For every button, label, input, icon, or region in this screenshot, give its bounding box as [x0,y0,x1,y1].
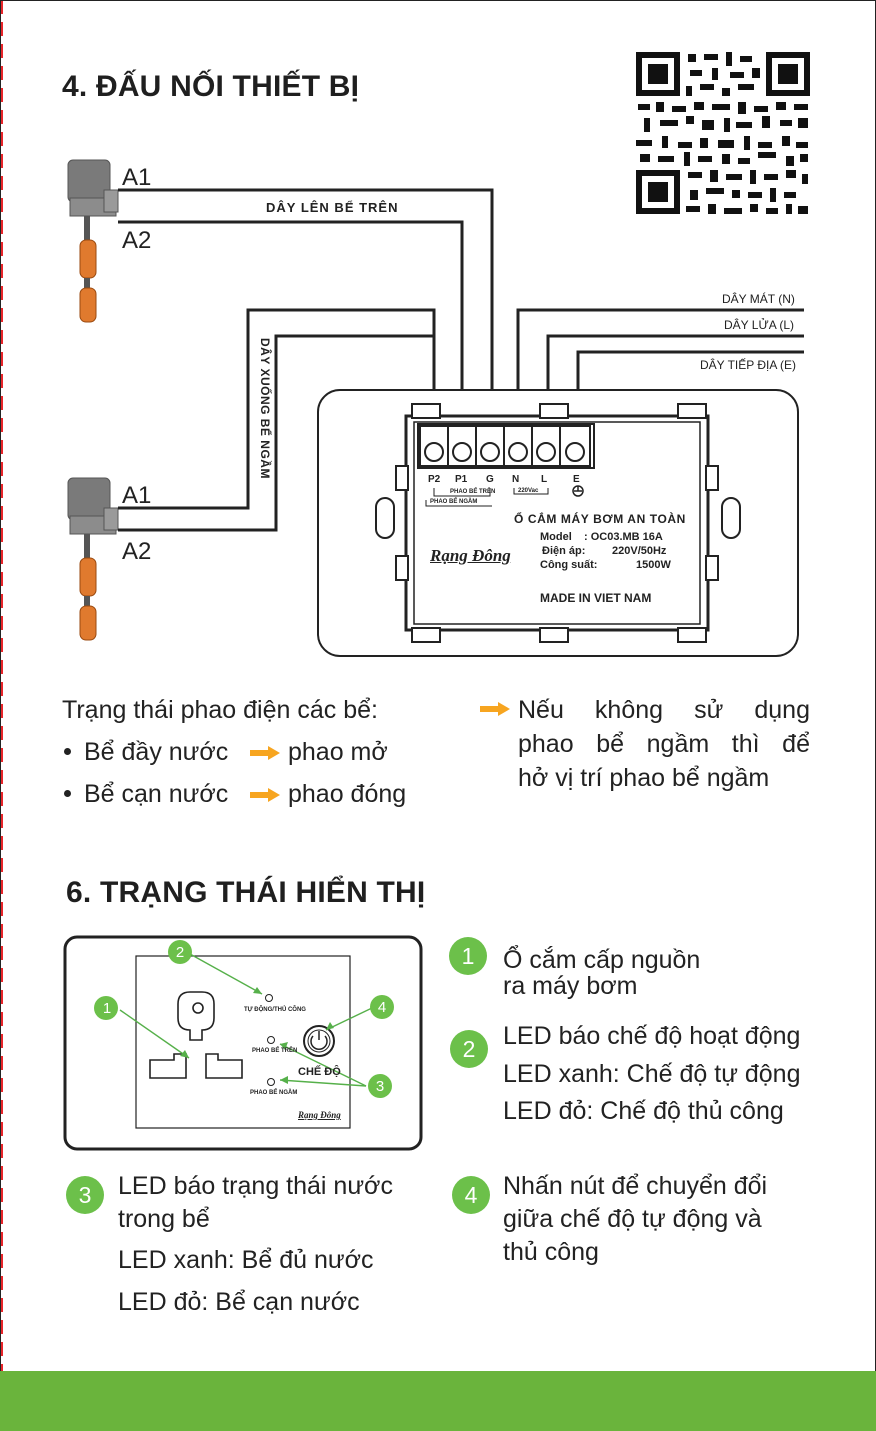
product-name: Ổ CẮM MÁY BƠM AN TOÀN [514,512,686,526]
item-3-line-1: LED báo trạng thái nước [118,1172,393,1200]
item-3-line-2: trong bể [118,1205,210,1233]
item-3-line-4: LED đỏ: Bể cạn nước [118,1288,360,1316]
item-1-line-2: ra máy bơm [503,972,638,1000]
earth-wire-label: DÂY TIẾP ĐỊA (E) [700,358,797,372]
item-2-line-1: LED báo chế độ hoạt động [503,1022,801,1050]
item-4-badge: 4 [452,1176,490,1214]
model-value: : OC03.MB 16A [584,531,663,543]
full-tank-state: phao mở [288,738,388,766]
callout-4: 4 [377,999,387,1016]
model-label: Model [540,531,572,543]
item-2-badge: 2 [450,1030,488,1068]
earth-symbol-icon [572,485,584,497]
live-wire-label: DÂY LỬA (L) [724,318,795,332]
item-2-line-2: LED xanh: Chế độ tự động [503,1060,801,1088]
terminal-g-label: G [486,474,494,485]
power-value: 1500W [636,559,671,571]
float-state-title: Trạng thái phao điện các bể: [62,696,378,724]
arrow-right-icon [480,702,510,716]
terminal-p1-label: P1 [455,474,468,485]
universal-socket-icon [149,991,243,1079]
footer-bar [0,1371,876,1431]
callout-1: 1 [102,1000,112,1017]
terminal-l-label: L [541,474,548,485]
bullet [64,790,71,797]
terminal-e-label: E [573,474,580,485]
tip-line-1: Nếu không sử dụng [518,696,810,724]
item-4-line-1: Nhấn nút để chuyển đổi [503,1172,768,1200]
terminal-p2-label: P2 [428,474,441,485]
section-6-heading: 6. TRẠNG THÁI HIỂN THỊ [66,876,426,909]
terminal-n-label: N [512,474,520,485]
callout-3: 3 [375,1078,385,1095]
upper-led-label: PHAO BỂ TRÊN [252,1048,298,1054]
item-1-line-1: Ổ cắm cấp nguồn [503,946,701,974]
item-1-badge: 1 [449,937,487,975]
float-label-a1-top: A1 [122,164,152,191]
lower-float-group-label: PHAO BỂ NGẦM [430,499,478,505]
tip-line-2: phao bể ngầm thì để [518,730,810,758]
cut-line [0,0,3,1431]
voltage-value: 220V/50Hz [612,545,667,557]
tip-line-3: hở vị trí phao bể ngầm [518,764,770,792]
lower-led-label: PHAO BỂ NGẦM [250,1090,298,1096]
power-label: Công suất: [540,559,598,571]
arrow-right-icon [250,788,280,802]
empty-tank-label: Bể cạn nước [84,780,229,808]
item-2-line-3: LED đỏ: Chế độ thủ công [503,1097,784,1125]
lower-tank-wire-label: DÂY XUỐNG BỂ NGẦM [258,338,272,479]
float-label-a2-top: A2 [122,227,152,254]
front-panel-diagram [63,935,423,1151]
float-switch-icon [67,477,119,641]
item-4-line-3: thủ công [503,1238,599,1266]
upper-tank-wire-label: DÂY LÊN BỂ TRÊN [266,200,399,215]
float-label-a1-bottom: A1 [122,482,152,509]
power-icon [303,1025,335,1057]
callout-2: 2 [175,944,185,961]
item-4-line-2: giữa chế độ tự động và [503,1205,762,1233]
bullet [64,748,71,755]
float-switch-icon [67,159,119,323]
device-brand-logo: Rạng Đông [430,546,511,565]
mode-button-label: CHẾ ĐỘ [298,1066,341,1078]
callout-badges [94,940,394,1098]
float-label-a2-bottom: A2 [122,538,152,565]
voltage-tag: 220Vac [518,488,539,494]
made-in-label: MADE IN VIET NAM [540,591,652,605]
mode-led-label: TỰ ĐỘNG/THỦ CÔNG [244,1007,306,1013]
upper-float-group-label: PHAO BỂ TRÊN [450,489,496,495]
neutral-wire-label: DÂY MÁT (N) [722,292,795,306]
panel-brand-logo: Rạng Đông [298,1110,341,1120]
item-3-line-3: LED xanh: Bể đủ nước [118,1246,374,1274]
wiring-diagram [67,159,804,657]
empty-tank-state: phao đóng [288,780,407,808]
voltage-label: Điện áp: [542,545,586,557]
item-3-badge: 3 [66,1176,104,1214]
arrow-right-icon [250,746,280,760]
section-4-heading: 4. ĐẤU NỐI THIẾT BỊ [62,70,360,103]
full-tank-label: Bể đầy nước [84,738,229,766]
qr-code-icon [634,50,812,216]
